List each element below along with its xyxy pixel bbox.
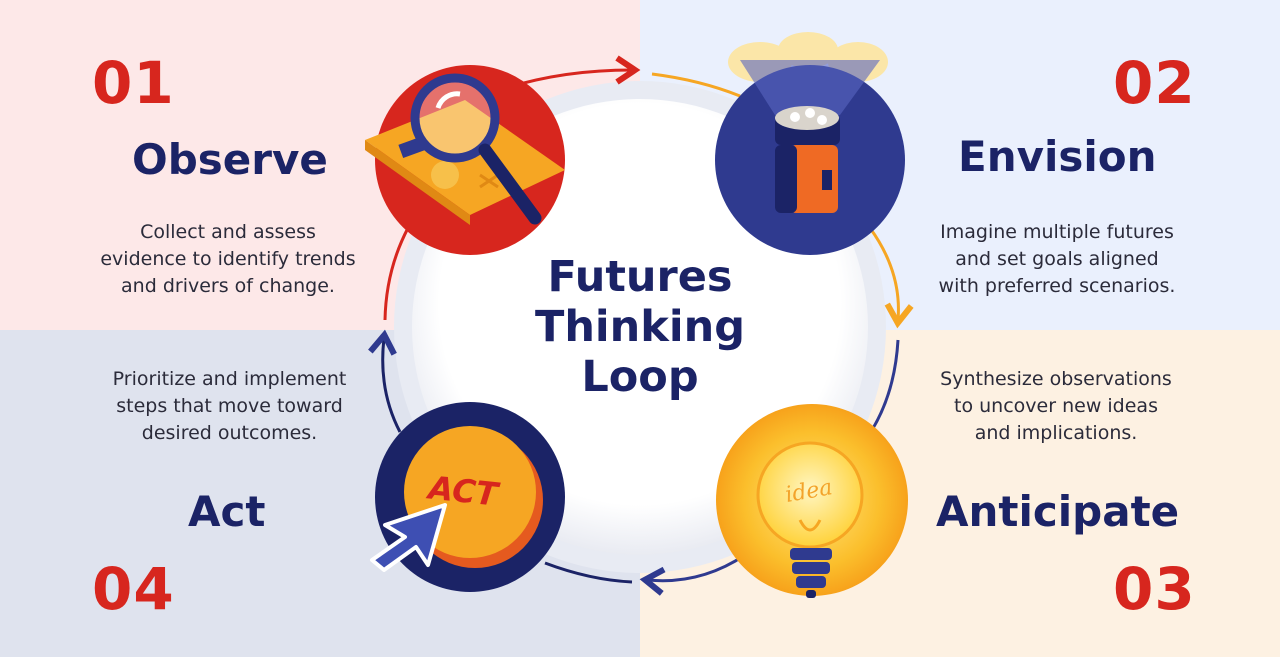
- envision-description: Imagine multiple futures and set goals a…: [912, 219, 1202, 300]
- arrow-anticipate-to-act: [639, 553, 746, 596]
- anticipate-description-line: and implications.: [974, 422, 1138, 444]
- envision-number: 02: [1113, 49, 1196, 117]
- magnifying-glass-icon: [365, 65, 565, 255]
- act-description-line: steps that move toward: [116, 395, 343, 417]
- observe-description-line: evidence to identify trends: [100, 248, 356, 270]
- observe-number: 01: [92, 49, 175, 117]
- arrow-observe-left-arc: [383, 227, 410, 321]
- center-title-line-3: Loop: [581, 352, 699, 402]
- envision-description-line: and set goals aligned: [955, 248, 1159, 270]
- center-title-line-1: Futures: [547, 252, 733, 302]
- observe-description: Collect and assess evidence to identify …: [78, 219, 378, 300]
- anticipate-title: Anticipate: [936, 487, 1180, 536]
- center-title: Futures Thinking Loop: [510, 252, 770, 402]
- anticipate-description-line: Synthesize observations: [940, 368, 1172, 390]
- arrow-act-bottom-arc: [544, 561, 633, 584]
- act-title: Act: [188, 487, 266, 536]
- arrow-anticipate-right-arc: [870, 339, 900, 431]
- act-description-line: Prioritize and implement: [112, 368, 347, 390]
- arrow-envision-to-anticipate: [868, 227, 914, 329]
- envision-description-line: Imagine multiple futures: [940, 221, 1174, 243]
- act-description: Prioritize and implement steps that move…: [82, 366, 377, 447]
- act-description-line: desired outcomes.: [141, 422, 318, 444]
- act-button-icon: ACT: [370, 402, 565, 592]
- observe-description-line: and drivers of change.: [121, 275, 335, 297]
- anticipate-number: 03: [1113, 555, 1196, 623]
- observe-description-line: Collect and assess: [140, 221, 316, 243]
- envision-title: Envision: [958, 132, 1157, 181]
- observe-title: Observe: [132, 135, 328, 184]
- act-number: 04: [92, 555, 175, 623]
- anticipate-description: Synthesize observations to uncover new i…: [916, 366, 1196, 447]
- flashlight-icon: [715, 32, 905, 255]
- envision-description-line: with preferred scenarios.: [938, 275, 1176, 297]
- center-title-line-2: Thinking: [534, 302, 746, 352]
- arrow-envision-top-arc: [651, 72, 741, 98]
- anticipate-description-line: to uncover new ideas: [954, 395, 1158, 417]
- arrow-act-to-observe: [368, 329, 402, 433]
- lightbulb-icon: idea: [716, 404, 908, 598]
